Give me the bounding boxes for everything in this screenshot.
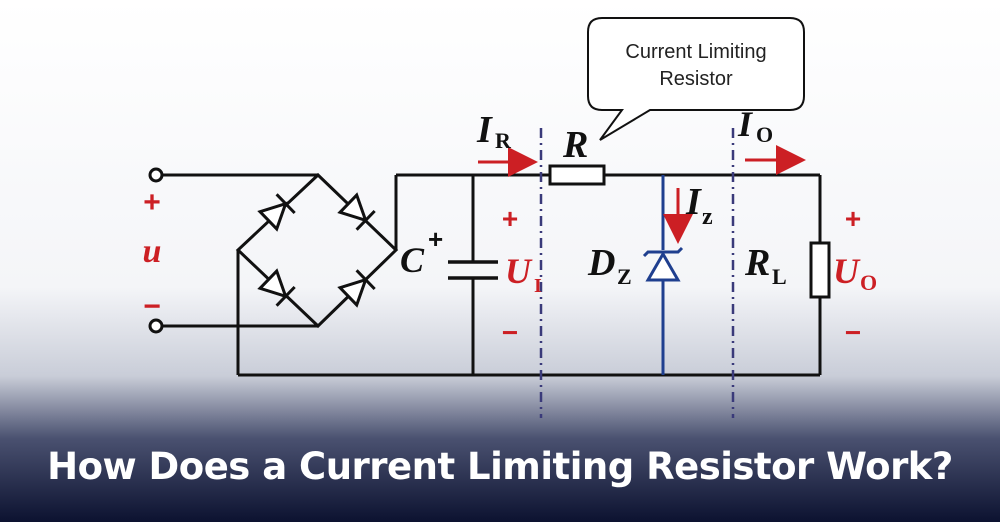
uo-voltage-label: U [833, 251, 861, 291]
uo-minus-sign: − [845, 317, 861, 348]
zener-subscript: Z [617, 264, 632, 289]
uo-plus-sign: + [845, 203, 861, 234]
ui-voltage-subscript: I [534, 275, 542, 297]
input-terminal-bottom [148, 318, 164, 334]
input-minus-sign: − [143, 290, 161, 323]
bridge-diode-bottom-left [257, 268, 296, 307]
uo-voltage-subscript: O [860, 270, 877, 295]
zener-diode-symbol [642, 246, 684, 282]
bridge-diode-top-right [337, 192, 376, 231]
callout-line-2: Resistor [659, 68, 733, 90]
current-z-subscript: z [702, 204, 713, 230]
ui-plus-sign: + [502, 203, 518, 234]
page-title: How Does a Current Limiting Resistor Wor… [47, 445, 953, 488]
callout-line-1: Current Limiting [625, 41, 766, 63]
load-subscript: L [772, 264, 787, 289]
zener-label: D [587, 242, 615, 284]
input-plus-sign: + [143, 186, 161, 219]
capacitor-symbol [448, 260, 498, 280]
resistor-label: R [562, 124, 588, 166]
current-o-label: I [737, 104, 754, 144]
series-resistor-symbol [548, 164, 606, 186]
current-o-subscript: O [756, 122, 773, 147]
ui-minus-sign: − [502, 317, 518, 348]
ui-voltage-label: U [505, 251, 533, 291]
load-resistor-symbol [809, 241, 831, 299]
current-z-label: I [685, 181, 702, 223]
current-r-subscript: R [495, 128, 512, 153]
capacitor-label: C [400, 240, 425, 280]
input-voltage-label: u [143, 233, 162, 270]
bridge-diode-top-left [257, 193, 296, 232]
bridge-diode-bottom-right [337, 269, 376, 308]
current-r-label: I [476, 109, 493, 151]
load-label: R [744, 242, 770, 284]
capacitor-plus-sign: + [428, 224, 443, 254]
callout-bubble [587, 17, 805, 141]
input-terminal-top [148, 167, 164, 183]
